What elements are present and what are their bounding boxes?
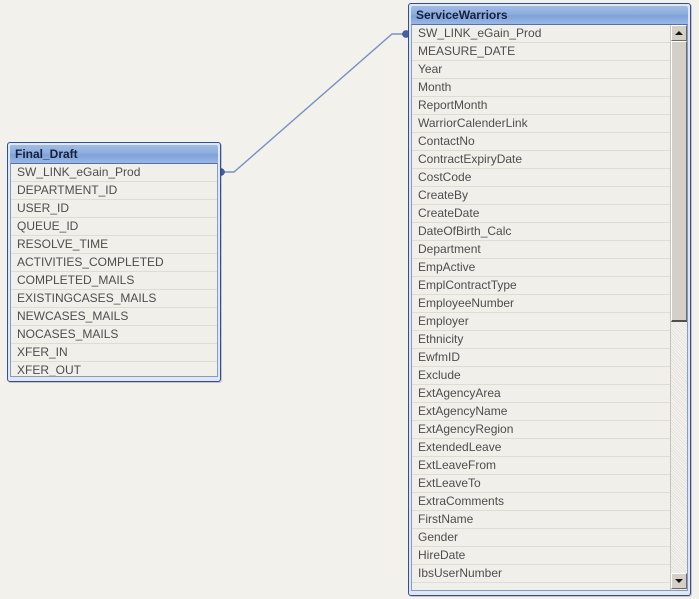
scroll-up-button[interactable] bbox=[671, 25, 687, 41]
field-row[interactable]: HireDate bbox=[412, 547, 670, 565]
field-row[interactable]: SW_LINK_eGain_Prod bbox=[412, 25, 670, 43]
field-row[interactable]: DateOfBirth_Calc bbox=[412, 223, 670, 241]
field-row[interactable]: EXISTINGCASES_MAILS bbox=[11, 290, 217, 308]
triangle-up-icon bbox=[675, 31, 683, 35]
field-row[interactable]: CostCode bbox=[412, 169, 670, 187]
field-row[interactable]: Gender bbox=[412, 529, 670, 547]
field-row[interactable]: CreateDate bbox=[412, 205, 670, 223]
field-row[interactable]: XFER_OUT bbox=[11, 362, 217, 376]
field-row[interactable]: ExtAgencyName bbox=[412, 403, 670, 421]
field-row[interactable]: ContractExpiryDate bbox=[412, 151, 670, 169]
scrollbar-thumb[interactable] bbox=[671, 41, 687, 322]
field-row[interactable]: Month bbox=[412, 79, 670, 97]
field-row[interactable]: ExtLeaveFrom bbox=[412, 457, 670, 475]
field-row[interactable]: NEWCASES_MAILS bbox=[11, 308, 217, 326]
field-row[interactable]: EwfmID bbox=[412, 349, 670, 367]
field-row[interactable]: USER_ID bbox=[11, 200, 217, 218]
triangle-down-icon bbox=[675, 579, 683, 583]
field-row[interactable]: Department bbox=[412, 241, 670, 259]
field-row[interactable]: ReportMonth bbox=[412, 97, 670, 115]
field-row[interactable]: Employer bbox=[412, 313, 670, 331]
field-row[interactable]: ExtLeaveTo bbox=[412, 475, 670, 493]
field-row[interactable]: COMPLETED_MAILS bbox=[11, 272, 217, 290]
scroll-down-button[interactable] bbox=[671, 573, 687, 589]
field-row[interactable]: ExtendedLeave bbox=[412, 439, 670, 457]
field-row[interactable]: ExtAgencyRegion bbox=[412, 421, 670, 439]
relationship-sw-link[interactable] bbox=[217, 30, 410, 176]
vertical-scrollbar[interactable] bbox=[670, 25, 687, 590]
table-title-servicewarriors[interactable]: ServiceWarriors bbox=[411, 6, 688, 24]
field-row[interactable]: Year bbox=[412, 61, 670, 79]
field-row[interactable]: EmpActive bbox=[412, 259, 670, 277]
field-row[interactable]: ACTIVITIES_COMPLETED bbox=[11, 254, 217, 272]
field-row[interactable]: IbsUserNumber bbox=[412, 565, 670, 583]
field-row[interactable]: RESOLVE_TIME bbox=[11, 236, 217, 254]
field-row[interactable]: CreateBy bbox=[412, 187, 670, 205]
table-title-final-draft[interactable]: Final_Draft bbox=[10, 145, 218, 163]
field-row[interactable]: MEASURE_DATE bbox=[412, 43, 670, 61]
field-row[interactable]: Exclude bbox=[412, 367, 670, 385]
field-row[interactable]: EmployeeNumber bbox=[412, 295, 670, 313]
field-row[interactable]: EmplContractType bbox=[412, 277, 670, 295]
field-row[interactable]: QUEUE_ID bbox=[11, 218, 217, 236]
field-row[interactable]: ContactNo bbox=[412, 133, 670, 151]
relationship-line[interactable] bbox=[221, 33, 406, 173]
field-row[interactable]: FirstName bbox=[412, 511, 670, 529]
field-row[interactable]: DEPARTMENT_ID bbox=[11, 182, 217, 200]
field-row[interactable]: NOCASES_MAILS bbox=[11, 326, 217, 344]
field-row[interactable]: Ethnicity bbox=[412, 331, 670, 349]
field-row[interactable]: WarriorCalenderLink bbox=[412, 115, 670, 133]
field-row[interactable]: SW_LINK_eGain_Prod bbox=[11, 164, 217, 182]
field-row[interactable]: ExtraComments bbox=[412, 493, 670, 511]
field-row[interactable]: XFER_IN bbox=[11, 344, 217, 362]
field-row[interactable]: ExtAgencyArea bbox=[412, 385, 670, 403]
